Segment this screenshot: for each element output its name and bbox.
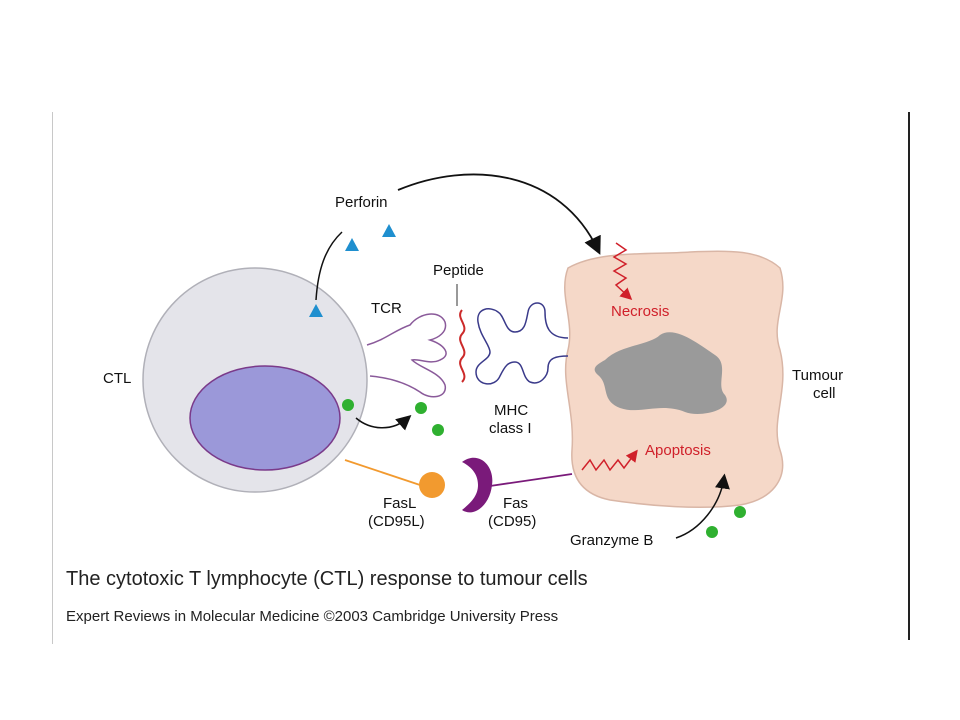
mhc-class-i bbox=[475, 302, 569, 385]
label-granzyme-b: Granzyme B bbox=[570, 532, 653, 549]
right-border-line bbox=[908, 112, 910, 640]
label-fasl-line2: (CD95L) bbox=[368, 513, 425, 530]
granzyme-release-arrow bbox=[355, 415, 412, 431]
label-tumour-line2: cell bbox=[813, 385, 836, 402]
label-perforin: Perforin bbox=[335, 194, 388, 211]
granzyme-dot bbox=[432, 424, 444, 436]
granzyme-dot bbox=[734, 506, 746, 518]
label-necrosis: Necrosis bbox=[611, 303, 669, 320]
perforin-triangle bbox=[382, 224, 396, 237]
label-peptide: Peptide bbox=[433, 262, 484, 279]
perforin-arc-up bbox=[315, 231, 343, 301]
fas-receptor bbox=[462, 457, 493, 513]
granzyme-dot bbox=[342, 399, 354, 411]
apoptosis-arrow bbox=[581, 449, 638, 472]
label-tcr: TCR bbox=[371, 300, 402, 317]
perforin-arrow bbox=[397, 173, 601, 255]
necrosis-arrow bbox=[612, 242, 633, 301]
ctl-nucleus bbox=[189, 365, 341, 471]
label-fas-line2: (CD95) bbox=[488, 513, 536, 530]
label-tumour-line1: Tumour bbox=[792, 367, 843, 384]
label-mhc-line1: MHC bbox=[494, 402, 528, 419]
caption-title: The cytotoxic T lymphocyte (CTL) respons… bbox=[66, 568, 588, 590]
caption-credit: Expert Reviews in Molecular Medicine ©20… bbox=[66, 608, 558, 625]
granzyme-dot bbox=[706, 526, 718, 538]
label-ctl: CTL bbox=[103, 370, 131, 387]
label-fasl-line1: FasL bbox=[383, 495, 416, 512]
granzyme-dot bbox=[415, 402, 427, 414]
perforin-triangle bbox=[309, 304, 323, 317]
peptide bbox=[459, 309, 466, 383]
perforin-triangle bbox=[345, 238, 359, 251]
fasl-ligand bbox=[419, 472, 445, 498]
label-apoptosis: Apoptosis bbox=[645, 442, 711, 459]
label-fas-line1: Fas bbox=[503, 495, 528, 512]
tcr-receptor bbox=[366, 313, 447, 398]
fas-stalk bbox=[489, 473, 573, 487]
fasl-stalk bbox=[344, 459, 421, 486]
tumour-nucleus bbox=[594, 332, 727, 415]
granzyme-entry-arrow bbox=[675, 473, 730, 539]
label-mhc-line2: class I bbox=[489, 420, 532, 437]
